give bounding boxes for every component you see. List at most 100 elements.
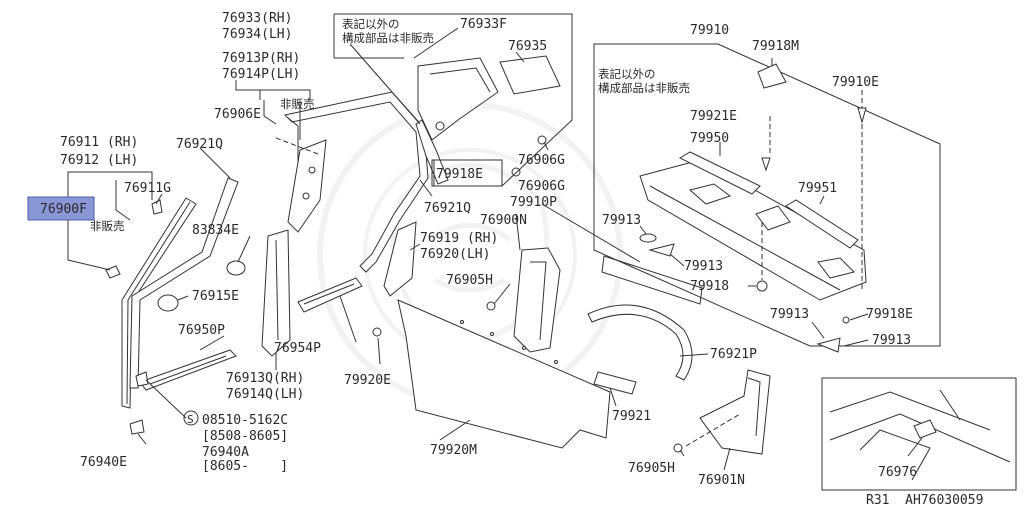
label-76905h-a: 76905H xyxy=(446,273,493,288)
highlight-76900f xyxy=(27,196,95,221)
label-76906g-b: 76906G xyxy=(518,179,565,194)
clip-79910e-part xyxy=(857,107,867,124)
label-76915e: 76915E xyxy=(192,289,239,304)
shelf-note-line2: 構成部品は非販売 xyxy=(598,81,690,95)
cover-79918m-part xyxy=(757,63,787,89)
label-76919: 76919 (RH) xyxy=(420,231,498,246)
box-note-line1: 表記以外の xyxy=(342,17,400,31)
upper-quarter-trim-part xyxy=(415,57,499,185)
clip-79918e-part xyxy=(435,121,445,131)
shelf-note-line1: 表記以外の xyxy=(598,67,656,81)
label-79921: 79921 xyxy=(612,409,651,424)
shelf-leader-lines xyxy=(639,58,869,347)
label-76934: 76934(LH) xyxy=(222,27,292,42)
label-79918m: 79918M xyxy=(752,39,799,54)
label-83834e: 83834E xyxy=(192,223,239,238)
label-79910e: 79910E xyxy=(832,75,879,90)
clip-76940a-part xyxy=(135,371,149,387)
label-79920m: 79920M xyxy=(430,443,477,458)
label-76913p: 76913P(RH) xyxy=(222,51,300,66)
label-76913q: 76913Q(RH) xyxy=(226,371,304,386)
label-76914q: 76914Q(LH) xyxy=(226,387,304,402)
label-76921q-b: 76921Q xyxy=(424,201,471,216)
seat-back-trim-part xyxy=(397,299,611,449)
strip-79921-part xyxy=(593,371,637,395)
rear-quarter-lower-part xyxy=(699,369,771,455)
box-note-line2: 構成部品は非販売 xyxy=(342,31,434,45)
label-76921p: 76921P xyxy=(710,347,757,362)
label-79951: 79951 xyxy=(798,181,837,196)
label-76911g: 76911G xyxy=(124,181,171,196)
inset-detail-box xyxy=(821,377,1017,491)
label-79921e: 79921E xyxy=(690,109,737,124)
label-76976: 76976 xyxy=(878,465,917,480)
cap-76915e-part xyxy=(157,294,179,312)
label-08510-range: [8508-8605] xyxy=(202,429,288,444)
label-76906e: 76906E xyxy=(214,107,261,122)
label-76914p: 76914P(LH) xyxy=(222,67,300,82)
label-76940a-range: [8605- ] xyxy=(202,459,288,474)
fastener-part xyxy=(105,265,121,279)
cap-83834e-part xyxy=(226,260,246,276)
label-79918: 79918 xyxy=(690,279,729,294)
label-76906g-a: 76906G xyxy=(518,153,565,168)
label-76912: 76912 (LH) xyxy=(60,153,138,168)
label-76940e: 76940E xyxy=(80,455,127,470)
label-76933f: 76933F xyxy=(460,17,507,32)
shelf-strip-79951-part xyxy=(785,199,859,249)
quarter-pillar-trim-part xyxy=(383,221,417,297)
footer-code: R31 AH76030059 xyxy=(866,493,983,508)
clip-76905h-a-part xyxy=(486,301,496,311)
cover-76935-part xyxy=(499,55,561,95)
leader-lines xyxy=(67,43,741,471)
label-79918e-b: 79918E xyxy=(866,307,913,322)
sill-plate-part xyxy=(297,277,363,313)
label-76911: 76911 (RH) xyxy=(60,135,138,150)
not-sold-note-a: 非販売 xyxy=(280,97,315,111)
label-79920e: 79920E xyxy=(344,373,391,388)
label-79913-b: 79913 xyxy=(684,259,723,274)
strip-79910p-part xyxy=(601,255,703,305)
weatherstrip-76921p-part xyxy=(587,304,693,381)
circled-s-letter: S xyxy=(187,413,194,426)
kick-plate-part xyxy=(139,349,237,391)
pad-79913-a-part xyxy=(639,233,657,243)
label-76901n: 76901N xyxy=(698,473,745,488)
label-76954p: 76954P xyxy=(274,341,321,356)
part-number-labels: 76933(RH) 76934(LH) 76913P(RH) 76914P(LH… xyxy=(40,11,983,508)
parcel-shelf-part xyxy=(639,159,867,301)
screw-79920e-part xyxy=(372,327,382,337)
not-sold-note-b: 非販売 xyxy=(90,219,125,233)
label-box-79918e xyxy=(431,159,503,187)
label-76950p: 76950P xyxy=(178,323,225,338)
label-79910: 79910 xyxy=(690,23,729,38)
label-79910p: 79910P xyxy=(510,195,557,210)
label-76905h-b: 76905H xyxy=(628,461,675,476)
label-76900f: 76900F xyxy=(40,202,87,217)
label-76933: 76933(RH) xyxy=(222,11,292,26)
pad-79913-b-part xyxy=(648,243,675,257)
label-76921q-a: 76921Q xyxy=(176,137,223,152)
b-pillar-lower-trim-part xyxy=(261,229,291,357)
label-76935: 76935 xyxy=(508,39,547,54)
label-08510: 08510-5162C xyxy=(202,413,288,428)
b-pillar-upper-trim-part xyxy=(287,139,327,233)
front-pillar-trim-part xyxy=(121,197,197,409)
label-79950: 79950 xyxy=(690,131,729,146)
label-79913-a: 79913 xyxy=(602,213,641,228)
clip-76940e-part xyxy=(129,419,145,435)
label-76940a: 76940A xyxy=(202,445,249,460)
pad-79913-c-part xyxy=(816,337,841,353)
clip-79921e-part xyxy=(761,157,771,172)
label-79913-c: 79913 xyxy=(770,307,809,322)
label-79918e-a: 79918E xyxy=(436,167,483,182)
circled-s-symbol xyxy=(183,410,199,426)
c-pillar-trim-part xyxy=(513,247,561,353)
shelf-strip-79950-part xyxy=(678,151,761,195)
inset-detail-part xyxy=(829,389,1011,481)
clip-79918e-b-part xyxy=(842,316,850,324)
clip-79918-part xyxy=(756,280,768,292)
callout-box-shelf xyxy=(593,43,941,347)
label-79913-d: 79913 xyxy=(872,333,911,348)
